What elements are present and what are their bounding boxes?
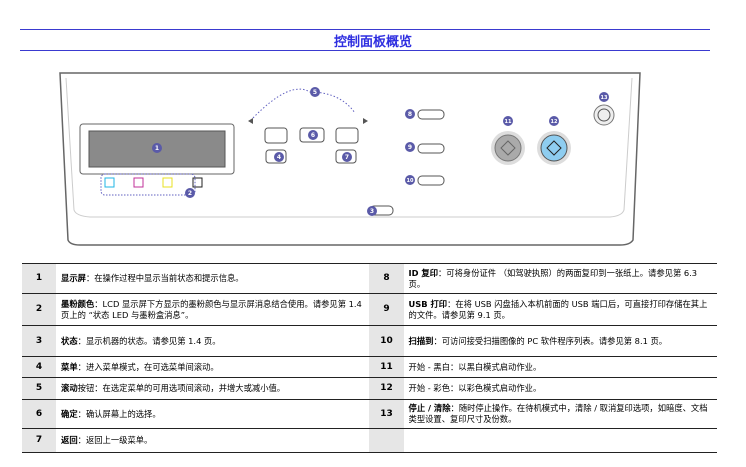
item-text: ：可访问接受扫描图像的 PC 软件程序列表。请参见第 8.1 页。 <box>433 335 668 346</box>
item-label: ID 复印 <box>408 267 438 278</box>
item-label: USB 打印 <box>408 298 448 309</box>
item-description: 确定：确认屏幕上的选择。 <box>56 399 370 429</box>
item-text: ：在操作过程中显示当前状态和提示信息。 <box>85 273 244 283</box>
scroll-left-button <box>264 127 288 144</box>
callout-badges <box>152 87 609 216</box>
scroll-right-button <box>335 127 359 144</box>
item-number: 1 <box>22 263 57 294</box>
badge-10: 10 <box>407 178 414 184</box>
item-number: 11 <box>369 356 404 378</box>
item-number: 13 <box>369 399 404 429</box>
item-description: 墨粉颜色：LCD 显示屏下方显示的墨粉颜色与显示屏消息结合使用。请参见第 1.4… <box>56 293 370 326</box>
item-description: 开始 - 黑白：以黑白模式启动作业。 <box>403 356 717 378</box>
item-number: 9 <box>369 293 404 326</box>
item-number: 7 <box>22 428 57 453</box>
item-description: ID 复印：可将身份证件 （如驾驶执照）的两面复印到一张纸上。请参见第 6.3 … <box>403 263 717 294</box>
item-text: ：进入菜单模式，在可选菜单间滚动。 <box>77 361 219 372</box>
scan-to-button <box>417 175 445 186</box>
badge-7: 7 <box>345 154 349 161</box>
item-number: 2 <box>22 293 57 326</box>
badge-11: 11 <box>505 119 512 125</box>
item-number: 8 <box>369 263 404 294</box>
item-text: ：确认屏幕上的选择。 <box>77 408 161 419</box>
item-description: USB 打印：在将 USB 闪盘插入本机前面的 USB 端口后，可直接打印存储在… <box>403 293 717 326</box>
item-description: 扫描到：可访问接受扫描图像的 PC 软件程序列表。请参见第 8.1 页。 <box>403 325 717 357</box>
item-number: 10 <box>369 325 404 357</box>
start-bw-button <box>491 131 525 165</box>
badge-12: 12 <box>551 119 558 125</box>
badge-9: 9 <box>408 144 412 151</box>
toner-black-icon <box>192 177 203 188</box>
item-text: ：在将 USB 闪盘插入本机前面的 USB 端口后，可直接打印存储在其上的文件。… <box>408 298 708 320</box>
badge-1: 1 <box>155 145 159 152</box>
item-label: 状态 <box>61 335 78 346</box>
item-number: 4 <box>22 356 57 378</box>
badge-13: 13 <box>601 95 608 101</box>
item-description: 停止 / 清除：随时停止操作。在待机模式中，清除 / 取消复印选项，如暗度、文档… <box>403 399 717 429</box>
item-number: 5 <box>22 377 57 400</box>
toner-cyan-icon <box>104 177 115 188</box>
title-rule-bottom <box>20 50 710 51</box>
item-description: 开始 - 彩色：以彩色模式启动作业。 <box>403 377 717 400</box>
page-title: 控制面板概览 <box>333 35 412 50</box>
item-number: 3 <box>22 325 57 357</box>
badge-6: 6 <box>311 132 315 139</box>
item-description <box>403 428 717 453</box>
badge-8: 8 <box>408 111 412 118</box>
item-label: 显示屏 <box>61 273 86 283</box>
item-label: 返回 <box>61 435 78 445</box>
stop-clear-button <box>593 104 615 126</box>
badge-5: 5 <box>313 89 317 96</box>
item-text: ：随时停止操作。在待机模式中，清除 / 取消复印选项，如暗度、文档类型设置、复印… <box>408 403 708 424</box>
item-description: 显示屏：在操作过程中显示当前状态和提示信息。 <box>56 263 370 294</box>
badge-2: 2 <box>188 190 192 197</box>
badge-4: 4 <box>277 154 281 161</box>
item-label: 墨粉颜色 <box>61 298 95 309</box>
start-color-button <box>537 131 571 165</box>
item-text: ：返回上一级菜单。 <box>77 435 153 445</box>
item-text: ：显示机器的状态。请参见第 1.4 页。 <box>77 335 221 346</box>
item-description: 返回：返回上一级菜单。 <box>56 428 370 453</box>
item-label: 停止 / 清除 <box>408 403 451 413</box>
item-text: 按钮：在选定菜单的可用选项间滚动，并增大或减小值。 <box>77 383 286 393</box>
usb-print-button <box>417 143 445 154</box>
item-label: 菜单 <box>61 361 78 372</box>
item-text: 开始 - 黑白：以黑白模式启动作业。 <box>408 361 542 372</box>
toner-magenta-icon <box>133 177 144 188</box>
item-text: 开始 - 彩色：以彩色模式启动作业。 <box>408 383 542 393</box>
title-rule-top <box>20 29 710 30</box>
id-copy-button <box>417 109 445 120</box>
control-panel-diagram: 1 2 3 4 5 6 7 8 9 10 11 12 13 <box>59 72 641 246</box>
item-number <box>369 428 404 453</box>
toner-icons <box>104 177 203 188</box>
item-text: ：可将身份证件 （如驾驶执照）的两面复印到一张纸上。请参见第 6.3 页。 <box>408 267 698 289</box>
item-number: 12 <box>369 377 404 400</box>
item-description: 菜单：进入菜单模式，在可选菜单间滚动。 <box>56 356 370 378</box>
item-label: 滚动 <box>61 383 78 393</box>
item-label: 确定 <box>61 408 78 419</box>
item-number: 6 <box>22 399 57 429</box>
toner-indicator-group <box>100 173 196 196</box>
toner-yellow-icon <box>162 177 173 188</box>
item-label: 扫描到 <box>408 335 434 346</box>
item-description: 状态：显示机器的状态。请参见第 1.4 页。 <box>56 325 370 357</box>
item-text: ：LCD 显示屏下方显示的墨粉颜色与显示屏消息结合使用。请参见第 1.4 页上的… <box>61 298 362 320</box>
item-description: 滚动按钮：在选定菜单的可用选项间滚动，并增大或减小值。 <box>56 377 370 400</box>
badge-3: 3 <box>370 208 374 215</box>
